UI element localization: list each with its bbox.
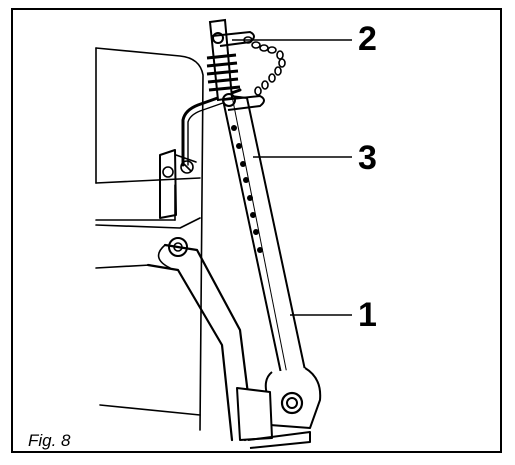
- callout-3: 3: [358, 139, 377, 177]
- figure-caption: Fig. 8: [28, 431, 71, 450]
- leader-lines: [232, 39, 352, 316]
- callout-1: 1: [358, 296, 377, 334]
- frame-beam: [163, 243, 252, 442]
- adjustment-holes: [231, 125, 263, 253]
- spring: [206, 53, 241, 92]
- machine-body-outline: [95, 47, 204, 431]
- bent-rod: [181, 88, 242, 167]
- chain: [243, 36, 286, 96]
- callout-2: 2: [358, 20, 377, 58]
- mounting-bracket: [159, 149, 177, 219]
